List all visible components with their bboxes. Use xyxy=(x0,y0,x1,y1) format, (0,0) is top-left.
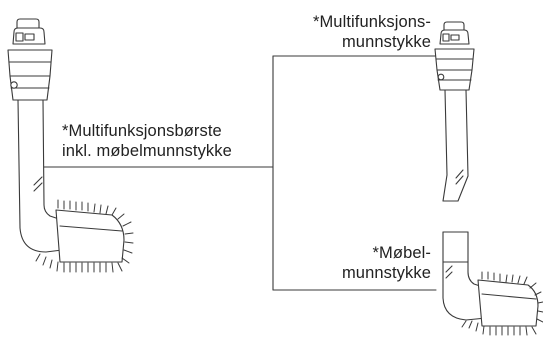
label-furniture-nozzle: *Møbel- munnstykke xyxy=(342,243,431,283)
label-multifunction-brush-with-furniture-nozzle: *Multifunksjonsbørste inkl. møbelmunnsty… xyxy=(62,121,232,161)
multifunction-nozzle-icon xyxy=(434,21,475,202)
label-combo-line-1: *Multifunksjonsbørste xyxy=(62,122,222,140)
label-mobel-line-2: munnstykke xyxy=(341,264,431,282)
multifunction-brush-with-furniture-nozzle-icon xyxy=(7,18,134,273)
label-mobel-line-1: *Møbel- xyxy=(372,244,431,262)
connector-lines xyxy=(43,55,437,291)
label-multifunction-nozzle: *Multifunksjons- munnstykke xyxy=(313,12,431,52)
label-multi-line-1: *Multifunksjons- xyxy=(312,13,431,31)
brush-bristles xyxy=(35,199,134,273)
label-multi-line-2: munnstykke xyxy=(341,33,431,51)
furniture-brush-bristles xyxy=(461,271,543,336)
label-combo-line-2: inkl. møbelmunnstykke xyxy=(62,142,232,160)
furniture-nozzle-icon xyxy=(442,231,543,336)
